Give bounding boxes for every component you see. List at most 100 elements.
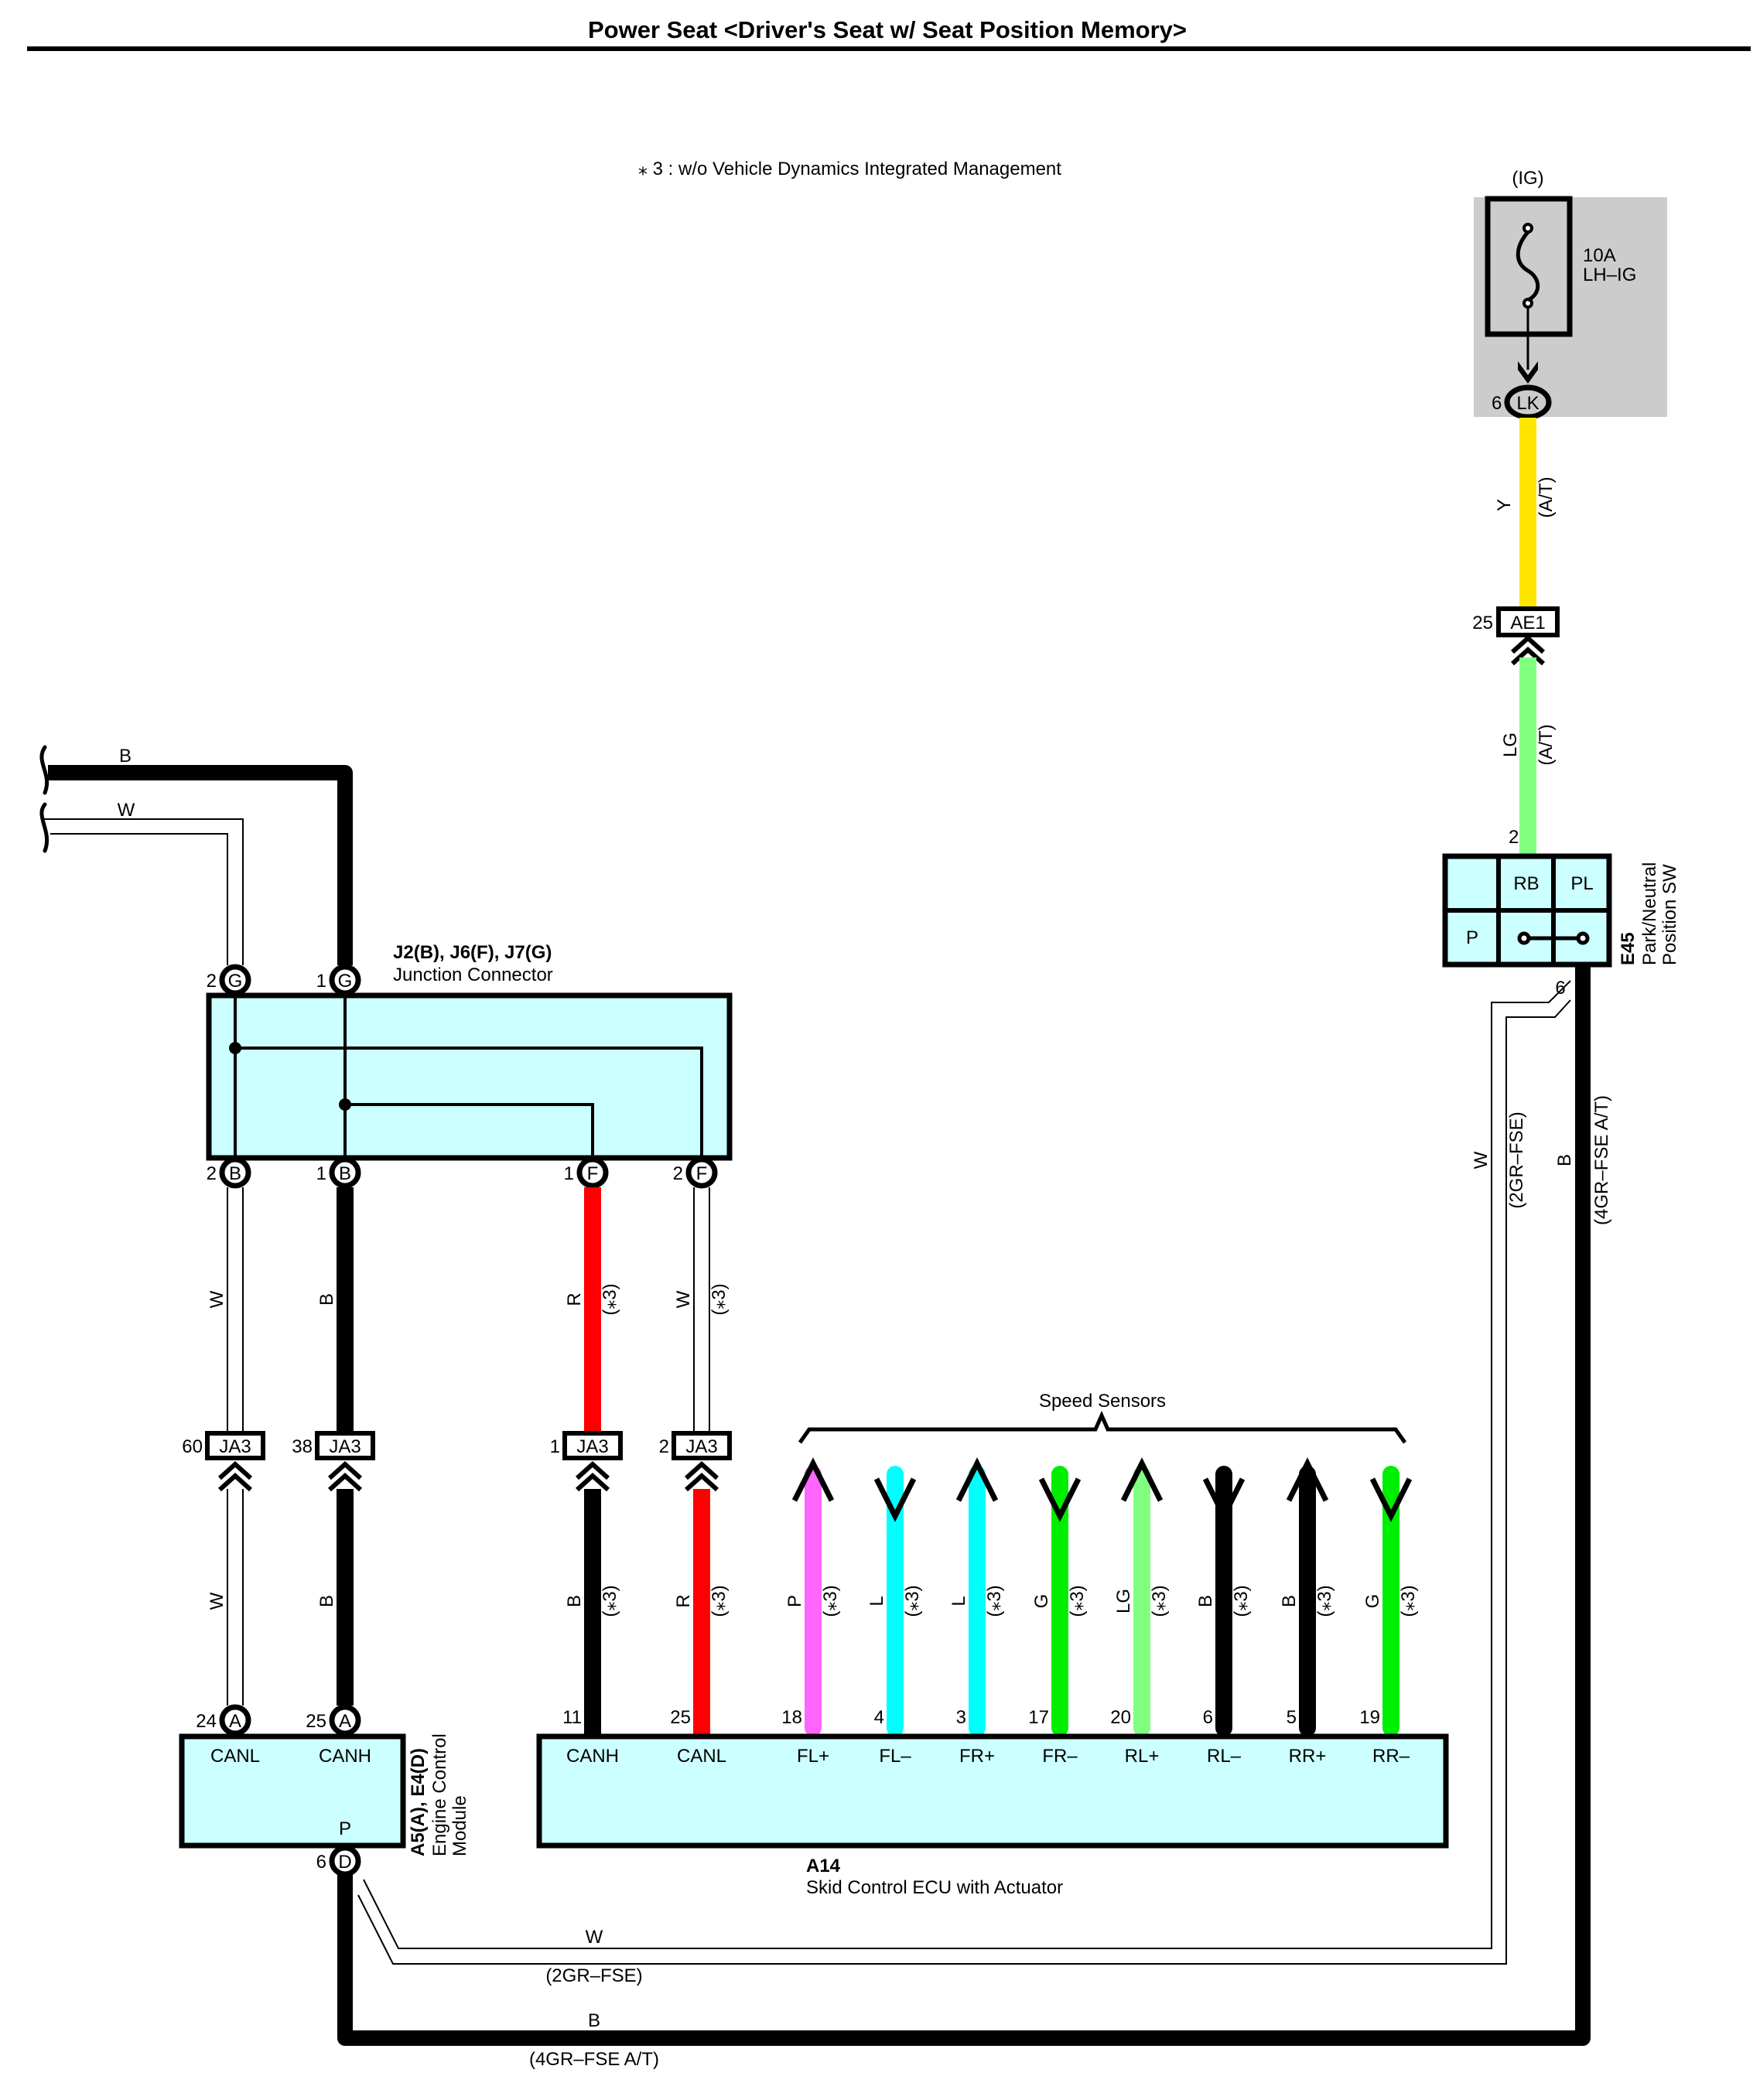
wire-color-label: L [866,1596,887,1606]
e45-name-line1: Park/Neutral [1639,862,1660,965]
ecu-pin-number: 11 [562,1707,582,1728]
junction-id: J2(B), J6(F), J7(G) [393,942,552,963]
arrow-down-icon [1038,1477,1082,1522]
wire-upper-w [227,1187,244,1432]
e45-cell-p: P [1466,927,1478,948]
ae1-double-chevron-icon [1510,634,1546,666]
ja3-id: JA3 [329,1436,361,1457]
ecm-name-line1: Engine Control [429,1733,450,1856]
ecm-bottom-pin: D6 [316,1845,361,1877]
pin-number: 2 [207,1163,217,1184]
e45-b-cond: (4GR–FSE A/T) [1591,1095,1612,1225]
speed-sensor-wire: LG(⁎3)20 [1110,1457,1170,1736]
wire-color-label: R [673,1594,694,1607]
wire-sensor-lg [1133,1466,1150,1736]
ecu-box [536,1733,1449,1849]
wire-lg [1519,657,1536,857]
speed-sensor-wire: B(⁎3)6 [1195,1466,1252,1736]
splice-dot [229,1042,241,1054]
wire-lower-w [227,1489,244,1706]
speed-sensor-wire: G(⁎3)19 [1359,1466,1419,1736]
double-chevron-icon [217,1460,253,1492]
ecm-top-pin: A25 [306,1704,361,1736]
engine-control-module: A5(A), E4(D) Engine Control Module CANL … [179,1733,470,1856]
footnote: ⁎ 3 : w/o Vehicle Dynamics Integrated Ma… [638,159,1061,179]
bottom-b-color: B [588,2010,600,2031]
ecm-top-pin: A24 [196,1704,251,1736]
wire-color-label: G [1362,1594,1383,1609]
double-chevron-icon [684,1460,719,1492]
ecu-id: A14 [806,1856,841,1876]
pin-number: 1 [316,971,326,992]
wire-upper-b [337,1187,354,1432]
fuse-name: LH–IG [1583,265,1636,285]
speed-sensor-wires: P(⁎3)18L(⁎3)4L(⁎3)3G(⁎3)17LG(⁎3)20B(⁎3)6… [781,1457,1419,1736]
title-rule [27,46,1751,51]
wire-cond-label: (⁎3) [1067,1585,1088,1617]
e45-w-color: W [1471,1151,1492,1169]
speed-sensor-wire: L(⁎3)3 [948,1457,1005,1736]
ecu-terminal-label: FR+ [959,1746,995,1767]
ecm-name-line2: Module [449,1795,470,1856]
ecu-pin-number: 18 [781,1707,802,1728]
junction-top-pin: G2 [207,964,251,996]
wire-b-top [48,765,353,965]
ecu-pin-number: 6 [1203,1707,1213,1728]
ecm-box [179,1733,406,1849]
ecm-term-p: P [339,1818,351,1839]
wire-color-label: B [564,1595,585,1607]
ecu-name: Skid Control ECU with Actuator [806,1877,1063,1898]
ja3-box [672,1431,732,1460]
wire-cond-label: (⁎3) [1149,1585,1170,1617]
ja3-connector: JA3 2 [659,1431,732,1492]
top-b-color: B [119,746,132,767]
ae1-id: AE1 [1510,613,1545,633]
pin-number: 2 [673,1163,683,1184]
fuse-rating: 10A [1583,245,1616,266]
pin-number: 24 [196,1711,217,1732]
switch-contact-icon [1517,931,1590,945]
wire-sensor-l [887,1466,904,1736]
junction-bottom-pin: F2 [673,1156,718,1189]
wire-color-label: W [207,1592,227,1610]
ja3-id: JA3 [576,1436,608,1457]
break-mark-icon [39,745,50,853]
speed-sensor-wire: G(⁎3)17 [1028,1466,1088,1736]
pin-number: 6 [316,1852,326,1873]
ecm-id: A5(A), E4(D) [408,1748,429,1856]
ecm-term-canl: CANL [210,1746,260,1767]
fuse-source-label: (IG) [1512,168,1543,189]
lk-pin-number: 6 [1492,393,1502,414]
junction-name: Junction Connector [393,965,553,985]
e45-cell-pl: PL [1570,873,1593,894]
wire-cond-label: (⁎3) [709,1585,730,1617]
e45-cell-rb: RB [1513,873,1539,894]
ecu-terminal-label: FR– [1042,1746,1078,1767]
wire-sensor-b [1215,1466,1232,1736]
wire-lower-r [693,1489,710,1736]
top-w-color: W [118,800,135,821]
pin-number: 1 [564,1163,574,1184]
ja3-id: JA3 [219,1436,251,1457]
arrow-up-icon [955,1457,999,1502]
wire-lower-b [337,1489,354,1706]
pin-connector-id: A [339,1711,351,1732]
ecu-terminal-label: FL+ [797,1746,829,1767]
arrow-down-icon [873,1477,917,1522]
ja3-id: JA3 [685,1436,717,1457]
wire-cond-label: (⁎3) [600,1585,620,1617]
skid-control-ecu: A14 Skid Control ECU with Actuator [536,1733,1449,1898]
ja3-pin: 60 [182,1436,203,1457]
arrow-up-icon [791,1457,835,1502]
wire-color-label: L [948,1596,969,1606]
ja3-pin: 2 [659,1436,669,1457]
wire-b-4gr [337,965,1591,2046]
pin-connector-id: F [696,1163,708,1184]
wire-lower-b [584,1489,601,1736]
wire-color-label: G [1031,1594,1052,1609]
